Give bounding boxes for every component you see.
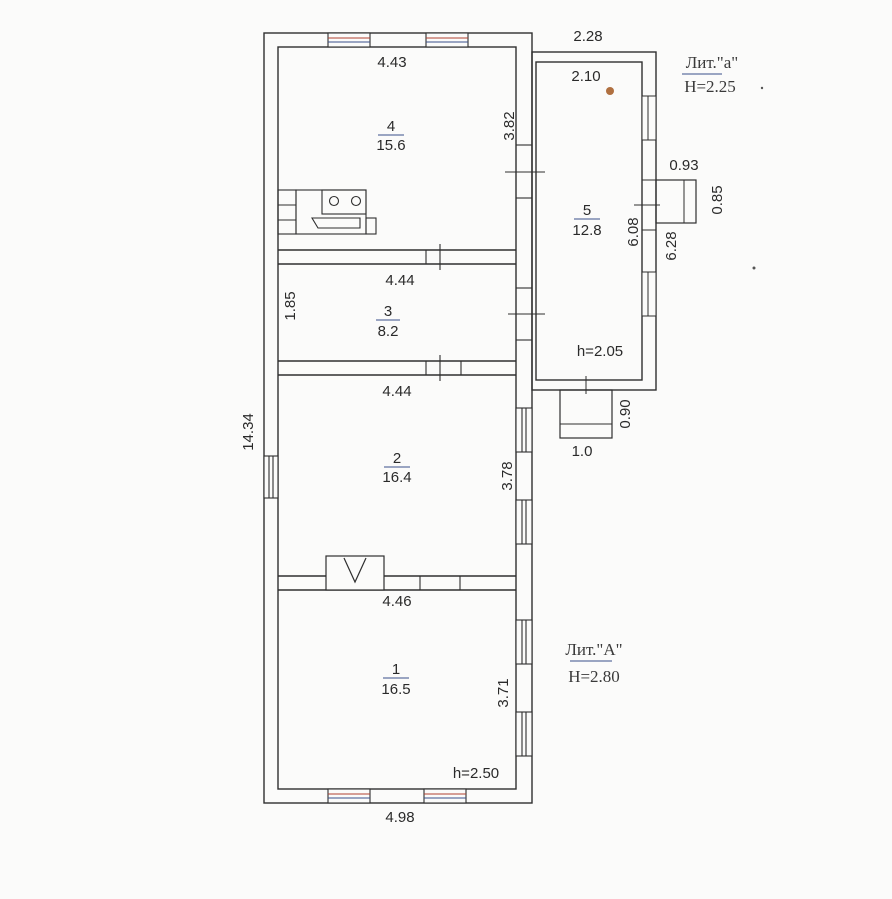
dot-mark bbox=[760, 86, 764, 90]
total-length-label: 14.34 bbox=[240, 413, 257, 451]
window-bottom-1 bbox=[327, 788, 371, 804]
room1-length: 3.71 bbox=[495, 678, 512, 707]
window-right-1 bbox=[515, 407, 533, 453]
doors bbox=[419, 144, 545, 590]
room1-area: 16.5 bbox=[381, 681, 410, 698]
bottom-porch bbox=[559, 389, 613, 439]
room4-area: 15.6 bbox=[376, 137, 405, 154]
ext-outer-length: 6.28 bbox=[663, 231, 680, 260]
room1-width: 4.46 bbox=[382, 593, 411, 610]
window-top-2 bbox=[425, 32, 469, 48]
ext-interior-height: h=2.05 bbox=[577, 343, 623, 360]
room3-width: 4.44 bbox=[385, 272, 414, 289]
building-A-label: Лит."А" bbox=[565, 640, 622, 659]
window-left bbox=[263, 455, 279, 499]
stove bbox=[277, 189, 377, 235]
room3-area: 8.2 bbox=[378, 323, 399, 340]
bottom-porch-width: 1.0 bbox=[572, 443, 593, 460]
window-top-1 bbox=[327, 32, 371, 48]
room4-width: 4.43 bbox=[377, 54, 406, 71]
dot-mark bbox=[752, 266, 756, 270]
window-right-3 bbox=[515, 619, 533, 665]
side-porch-width: 0.93 bbox=[669, 157, 698, 174]
building-a-height: Н=2.25 bbox=[684, 77, 736, 96]
bottom-width-label: 4.98 bbox=[385, 809, 414, 826]
room2-width: 4.44 bbox=[382, 383, 411, 400]
room2-length: 3.78 bbox=[499, 461, 516, 490]
room4-number: 4 bbox=[387, 118, 395, 135]
ext-outer-width: 2.28 bbox=[573, 28, 602, 45]
room5-number: 5 bbox=[583, 202, 591, 219]
room3-length: 1.85 bbox=[282, 291, 299, 320]
window-right-4 bbox=[515, 711, 533, 757]
burner-1 bbox=[328, 195, 340, 207]
building-A-height: Н=2.80 bbox=[568, 667, 620, 686]
building-a-label: Лит."а" bbox=[686, 53, 738, 72]
ext-inner-width: 2.10 bbox=[571, 68, 600, 85]
windows bbox=[263, 32, 533, 804]
room2-number: 2 bbox=[393, 450, 401, 467]
side-porch bbox=[655, 179, 697, 224]
window-bottom-2 bbox=[423, 788, 467, 804]
room2-area: 16.4 bbox=[382, 469, 411, 486]
bottom-porch-depth: 0.90 bbox=[617, 399, 634, 428]
burner-2 bbox=[350, 195, 362, 207]
chimney bbox=[325, 555, 385, 591]
main-interior-height: h=2.50 bbox=[453, 765, 499, 782]
ext-inner-length: 6.08 bbox=[625, 217, 642, 246]
room3-number: 3 bbox=[384, 303, 392, 320]
window-right-2 bbox=[515, 499, 533, 545]
room1-number: 1 bbox=[392, 661, 400, 678]
room5-area: 12.8 bbox=[572, 222, 601, 239]
stain-mark bbox=[606, 87, 614, 95]
room4-length: 3.82 bbox=[501, 111, 518, 140]
side-porch-depth: 0.85 bbox=[709, 185, 726, 214]
